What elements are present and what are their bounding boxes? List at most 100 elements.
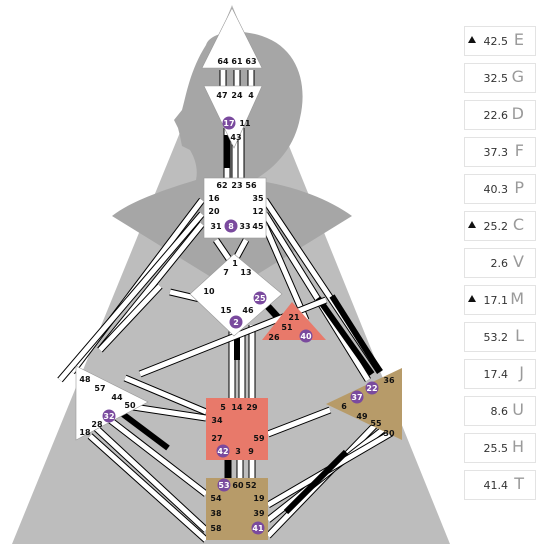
gate-63: 63 <box>245 57 256 66</box>
gate-56: 56 <box>245 181 257 190</box>
gate-41-marker <box>251 521 265 535</box>
gate-35: 35 <box>252 194 264 203</box>
variable-value: 2.6 <box>490 257 509 270</box>
gate-23: 23 <box>231 181 242 190</box>
gate-36: 36 <box>383 376 395 385</box>
gate-22-marker <box>365 381 379 395</box>
gate-54: 54 <box>210 494 222 503</box>
gate-25: 25 <box>254 294 266 303</box>
channel-10-34 <box>98 284 162 352</box>
ego-center <box>262 302 326 340</box>
gate-21: 21 <box>288 313 300 322</box>
channel-20-57 <box>58 212 204 382</box>
gate-59: 59 <box>253 434 265 443</box>
variable-letter: T <box>514 474 524 493</box>
variable-letter: F <box>514 141 524 160</box>
gate-17-marker <box>222 116 236 130</box>
channel-18-58 <box>88 434 208 542</box>
gate-55: 55 <box>370 419 382 428</box>
variable-value: 37.3 <box>483 146 509 159</box>
gate-6: 6 <box>341 402 347 411</box>
variable-letter: D <box>511 104 524 123</box>
gate-52: 52 <box>245 481 256 490</box>
channel-32-54-defined <box>118 409 170 451</box>
gate-22: 22 <box>366 384 377 393</box>
channel-35-36-defined <box>329 294 383 374</box>
gate-17: 17 <box>223 119 234 128</box>
gate-38: 38 <box>210 509 222 518</box>
channel-44-26 <box>124 375 207 415</box>
variable-value: 32.5 <box>483 72 509 85</box>
gate-32-marker <box>102 409 116 423</box>
gate-8-marker <box>224 219 238 233</box>
variable-value: 25.2 <box>483 220 509 233</box>
gate-33: 33 <box>239 222 250 231</box>
channel-8-1 <box>213 238 234 264</box>
gate-13: 13 <box>240 268 251 277</box>
gate-4: 4 <box>248 91 254 100</box>
gate-20: 20 <box>208 207 220 216</box>
gate-64: 64 <box>217 57 229 66</box>
variable-row: 40.3 P <box>464 174 536 204</box>
head-center <box>201 7 263 69</box>
channel-59-6 <box>267 407 331 437</box>
gate-11: 11 <box>239 119 251 128</box>
variable-value: 25.5 <box>483 442 509 455</box>
gate-12: 12 <box>252 207 263 216</box>
gate-34: 34 <box>211 416 223 425</box>
gate-48: 48 <box>79 375 91 384</box>
variable-value: 53.2 <box>483 331 509 344</box>
triangle-up-icon <box>468 295 476 302</box>
gate-57: 57 <box>94 384 105 393</box>
variable-value: 22.6 <box>483 109 509 122</box>
gate-43: 43 <box>230 133 241 142</box>
channel-30-41-defined <box>283 449 349 515</box>
solar-plexus-center <box>326 368 402 440</box>
gate-45: 45 <box>252 222 264 231</box>
gate-30: 30 <box>383 429 395 438</box>
gate-61: 61 <box>231 57 243 66</box>
variable-row: 37.3 F <box>464 137 536 167</box>
channel-28-38 <box>94 426 208 532</box>
gate-40-marker <box>299 329 313 343</box>
gate-60: 60 <box>232 481 244 490</box>
gate-14: 14 <box>231 403 243 412</box>
variable-value: 42.5 <box>483 35 509 48</box>
variable-value: 40.3 <box>483 183 509 196</box>
variable-letter: L <box>515 326 524 345</box>
gate-44: 44 <box>111 393 123 402</box>
variable-letter: P <box>514 178 524 197</box>
gate-49: 49 <box>356 412 368 421</box>
triangle-up-icon <box>468 221 476 228</box>
variable-letter: U <box>512 400 524 419</box>
g-center <box>189 253 283 337</box>
variable-value: 41.4 <box>483 479 509 492</box>
gate-5: 5 <box>220 403 226 412</box>
triangle-up-icon <box>468 36 476 43</box>
gate-32: 32 <box>103 412 114 421</box>
gate-62: 62 <box>216 181 227 190</box>
variable-row: 53.2 L <box>464 322 536 352</box>
gate-37: 37 <box>351 393 362 402</box>
gate-9: 9 <box>248 447 254 456</box>
gate-24: 24 <box>231 91 243 100</box>
gate-3: 3 <box>235 447 241 456</box>
gate-26: 26 <box>268 333 280 342</box>
gate-1: 1 <box>232 259 238 268</box>
variable-letter: G <box>511 67 524 86</box>
gate-8: 8 <box>228 222 234 231</box>
gate-51: 51 <box>281 323 293 332</box>
channel-45-21 <box>262 225 309 321</box>
gate-25-marker <box>253 291 267 305</box>
gate-16: 16 <box>208 194 220 203</box>
variable-letter: C <box>512 215 524 234</box>
gate-58: 58 <box>210 524 222 533</box>
